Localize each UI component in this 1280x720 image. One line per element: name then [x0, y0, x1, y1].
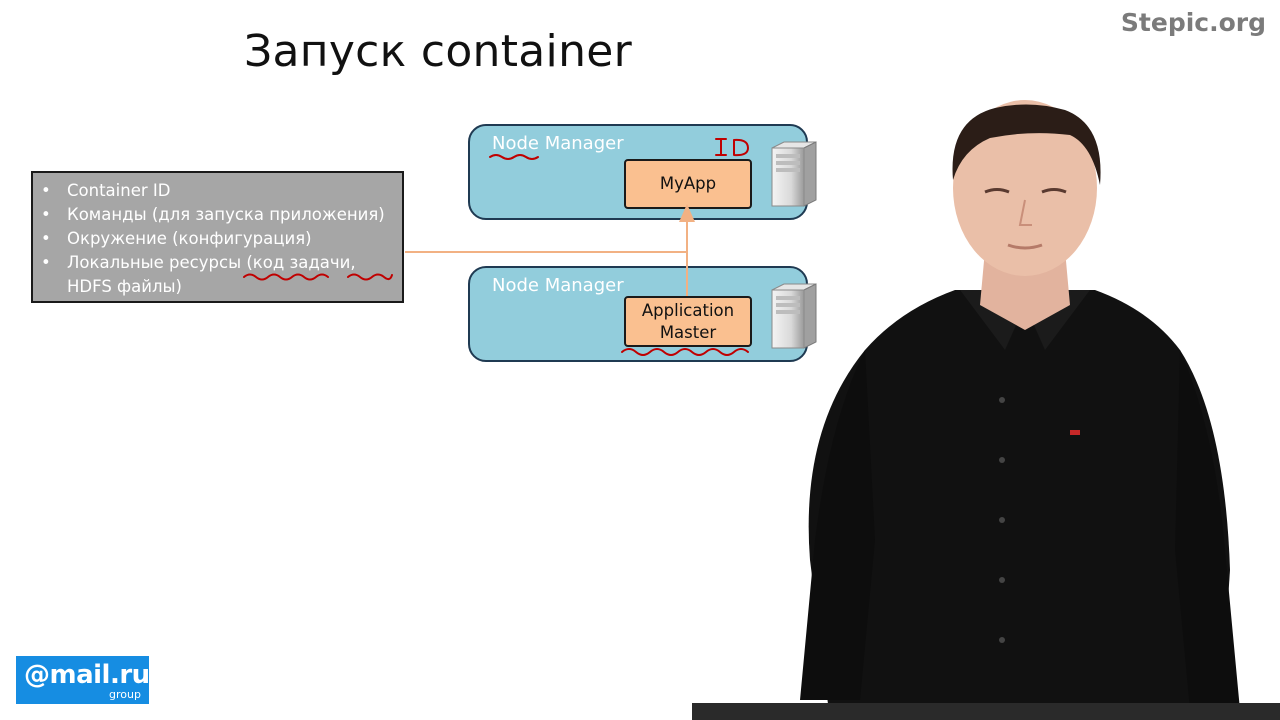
- node-manager-top: Node Manager MyApp: [468, 124, 817, 220]
- slide-title: Запуск container: [244, 26, 633, 77]
- container-launch-context-box: •Container ID •Команды (для запуска прил…: [31, 171, 404, 303]
- context-list: •Container ID •Команды (для запуска прил…: [33, 173, 402, 299]
- presenter-image: [800, 100, 1240, 720]
- application-master-line1: Application: [641, 301, 735, 320]
- logo-sub-text: group: [109, 688, 141, 701]
- mailru-group-logo: @mail.ru group: [16, 656, 150, 704]
- server-icon: [771, 141, 817, 207]
- stepic-watermark: Stepic.org: [1120, 8, 1266, 37]
- node-manager-label: Node Manager: [492, 133, 624, 154]
- node-manager-label: Node Manager: [492, 275, 624, 296]
- server-icon: [771, 283, 817, 349]
- list-item: •Локальные ресурсы (код задачи, HDFS фай…: [41, 253, 356, 296]
- application-master-line2: Master: [659, 323, 717, 342]
- list-item: •Окружение (конфигурация): [41, 229, 312, 248]
- podium-laptop: [692, 703, 1280, 720]
- list-item: •Container ID: [41, 181, 171, 200]
- myapp-container: MyApp: [624, 159, 752, 209]
- node-manager-bottom: Node Manager Application Master: [468, 266, 817, 362]
- list-item: •Команды (для запуска приложения): [41, 205, 385, 224]
- logo-main-text: @mail.ru: [24, 660, 150, 690]
- application-master-container: Application Master: [624, 296, 752, 347]
